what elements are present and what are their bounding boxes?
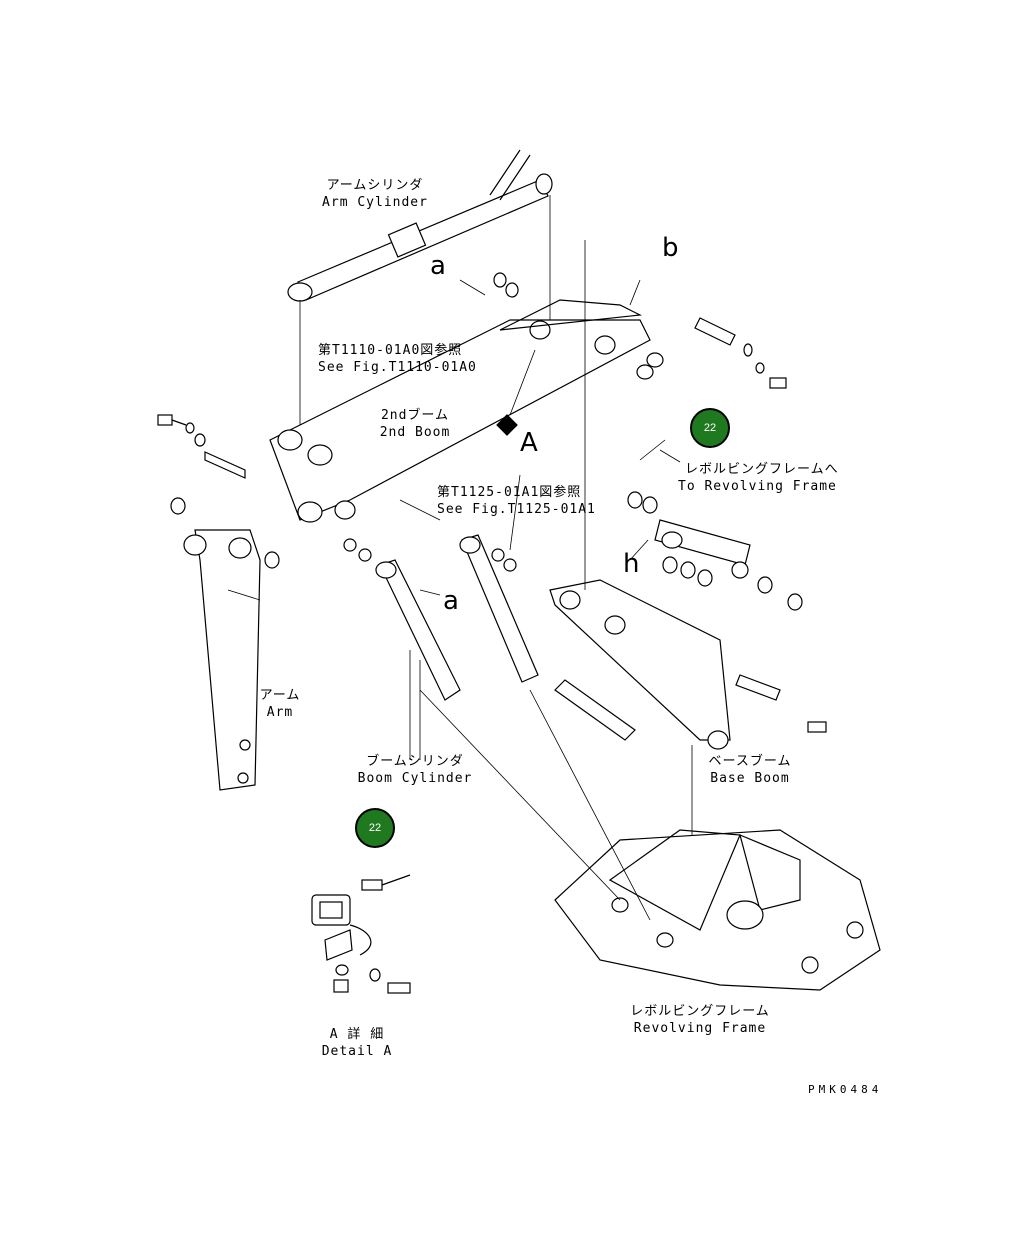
base-boom-label-jp: ベースブーム: [708, 754, 792, 769]
detail-a-label-en: Detail A: [321, 1044, 393, 1059]
view-a-letter: A: [520, 428, 538, 458]
arm-cylinder-label-jp: アームシリンダ: [326, 178, 424, 193]
boom-cylinder-drawing: [343, 534, 539, 760]
to-revolving-frame-jp: レボルビングフレームへ: [685, 462, 839, 477]
arm-drawing: [183, 529, 261, 791]
leader-lines: [399, 279, 681, 596]
base-boom-drawing: [549, 240, 731, 835]
revolving-frame-drawing: [419, 689, 881, 991]
arm-label-jp: アーム: [259, 688, 301, 703]
drawing-code: PMK0484: [808, 1083, 883, 1096]
second-boom-label-jp: 2ndブーム: [380, 408, 450, 423]
base-boom-label-en: Base Boom: [710, 771, 790, 786]
callout-a-top: a: [430, 251, 446, 281]
see-fig-1110-jp: 第T1110-01A0図参照: [318, 343, 463, 358]
to-revolving-frame-en: To Revolving Frame: [678, 479, 837, 494]
part-badge-22-detail[interactable]: 22: [355, 808, 395, 848]
see-fig-1125-en: See Fig.T1125-01A1: [437, 502, 596, 517]
boom-cylinder-label-en: Boom Cylinder: [357, 771, 473, 786]
see-fig-1125-jp: 第T1125-01A1図参照: [437, 485, 582, 500]
revolving-frame-label-jp: レボルビングフレーム: [630, 1004, 770, 1019]
boom-cylinder-label-jp: ブームシリンダ: [366, 754, 464, 769]
part-badge-22-upper[interactable]: 22: [690, 408, 730, 448]
second-boom-drawing: [269, 299, 651, 523]
detail-a-label-jp: A 詳 細: [329, 1027, 385, 1042]
right-hardware-drawing: [493, 272, 827, 733]
left-hardware-drawing: [157, 414, 280, 569]
arm-cylinder-drawing: [287, 149, 553, 440]
arm-label-en: Arm: [266, 705, 294, 720]
arm-cylinder-label-en: Arm Cylinder: [322, 195, 428, 210]
detail-a-lamp-drawing: [311, 874, 411, 994]
see-fig-1110-en: See Fig.T1110-01A0: [318, 360, 477, 375]
callout-b-top: b: [662, 233, 679, 263]
callout-h: h: [623, 549, 640, 579]
revolving-frame-label-en: Revolving Frame: [633, 1021, 767, 1036]
second-boom-label-en: 2nd Boom: [379, 425, 451, 440]
callout-a-mid: a: [443, 586, 459, 616]
